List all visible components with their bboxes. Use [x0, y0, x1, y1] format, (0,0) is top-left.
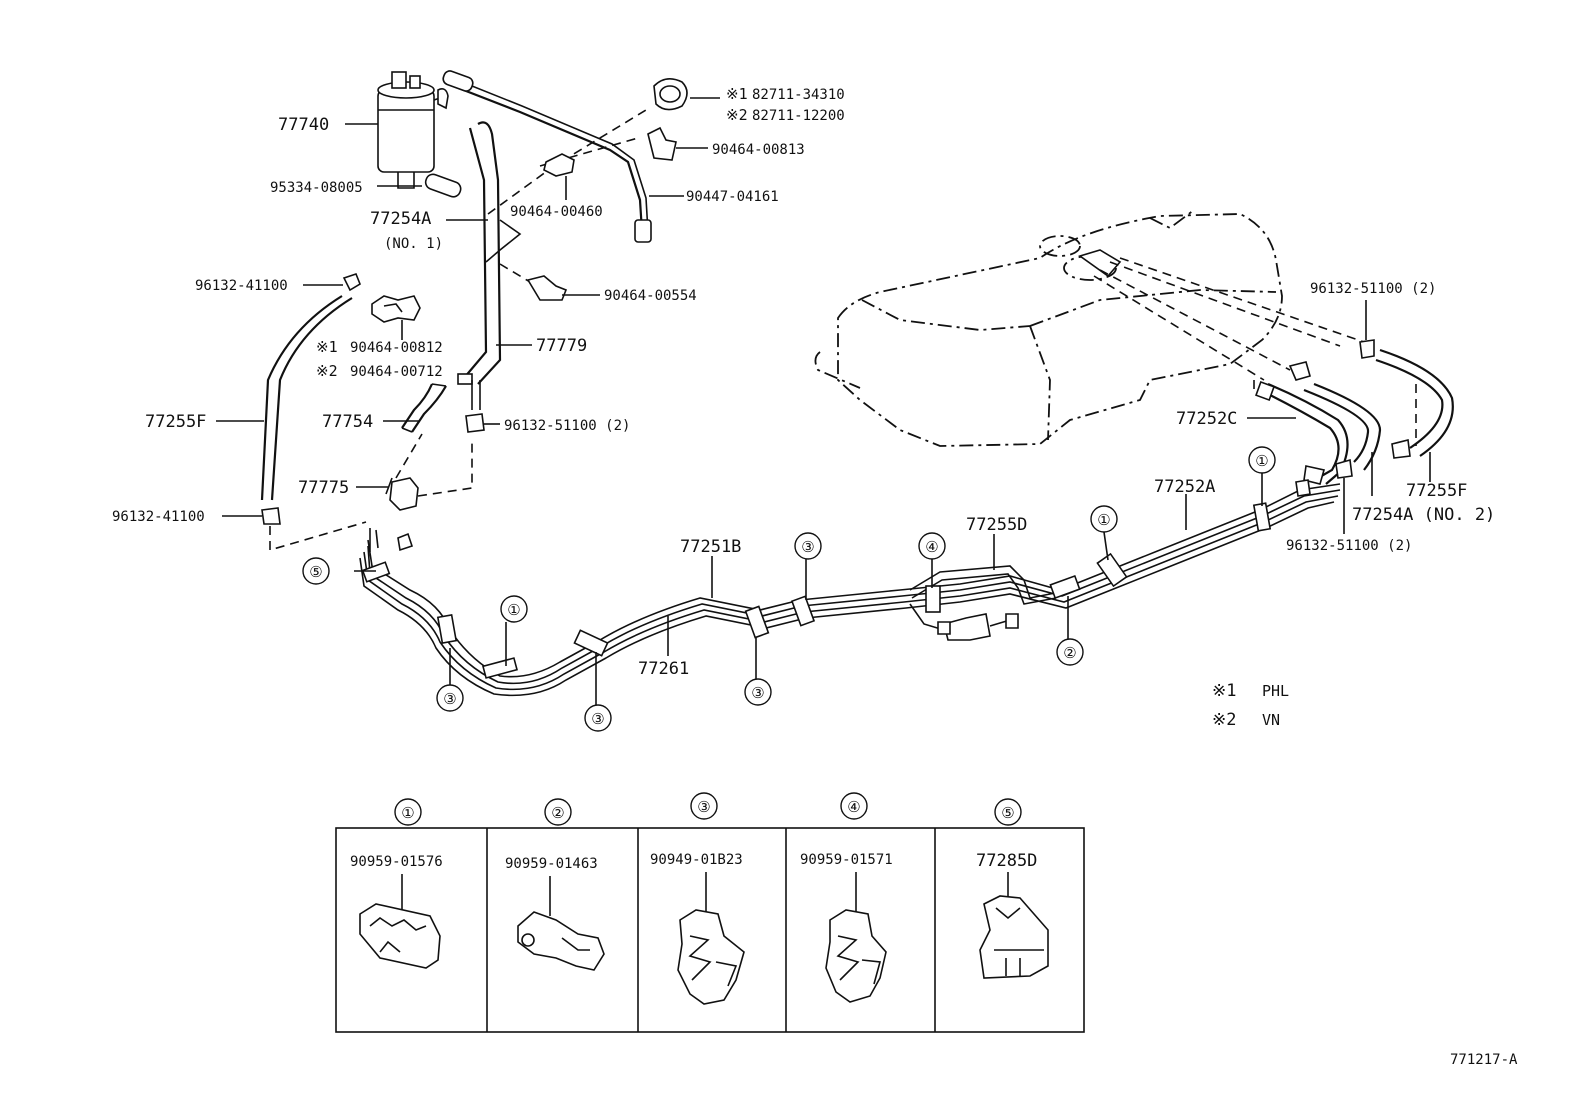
label-95334: 95334-08005: [270, 180, 363, 196]
clamp-part-1: 90959-01576: [350, 854, 443, 870]
label-77255d: 77255D: [966, 515, 1027, 535]
label-96132-51100-right: 96132-51100 (2): [1286, 538, 1412, 554]
callout-5: ⑤: [302, 557, 330, 585]
label-77261: 77261: [638, 659, 689, 679]
label-77740: 77740: [278, 115, 329, 135]
label-77754: 77754: [322, 412, 373, 432]
label-96132-41100-bot: 96132-41100: [112, 509, 205, 525]
clamp-part-4: 90959-01571: [800, 852, 893, 868]
clip-96132-51100-right: [1335, 439, 1411, 479]
clip-96132-51100-mid: [465, 413, 485, 433]
label-77254a: 77254A: [370, 209, 431, 229]
label-90464-00812: 90464-00812: [350, 340, 443, 356]
clip-96132-41100-bot: [261, 507, 281, 525]
clamp-82711: [653, 78, 688, 111]
circled-callouts: ⑤ ③ ① ③ ③ ③ ④ ② ① ①: [302, 446, 1276, 732]
valve-77775: [385, 477, 419, 511]
clamp-table: ① 90959-01576 ② 90959-01463 ③ 90949-01B2…: [335, 792, 1085, 1033]
label-96132-41100-top: 96132-41100: [195, 278, 288, 294]
clip-tank-2: [1288, 361, 1311, 381]
clamp-cell-1: ① 90959-01576: [350, 798, 443, 969]
bracket-90464-00812: [371, 295, 421, 323]
clamp-index-3: ③: [697, 798, 710, 816]
clamp-cell-2: ② 90959-01463: [505, 798, 605, 971]
clamp-index-1: ①: [401, 804, 414, 822]
clamp-90464-00460: [543, 153, 575, 177]
clamp-90464-00813: [647, 126, 677, 161]
hose-77754: [401, 383, 447, 433]
callout-1b: ①: [1090, 505, 1118, 533]
label-77252c: 77252C: [1176, 409, 1237, 429]
svg-text:③: ③: [751, 684, 764, 702]
hose-77255f-right: [1375, 348, 1454, 457]
clamp-index-2: ②: [551, 804, 564, 822]
bundle-clamps: [361, 502, 1272, 679]
clamp-part-5: 77285D: [976, 851, 1037, 871]
label-90464-00554: 90464-00554: [604, 288, 697, 304]
label-90464-00813: 90464-00813: [712, 142, 805, 158]
hose-77254a: [457, 121, 522, 410]
clamp-part-3: 90949-01B23: [650, 852, 743, 868]
label-77251b: 77251B: [680, 537, 741, 557]
label-82711-12200: 82711-12200: [752, 108, 845, 124]
pipe-90447: [442, 70, 652, 243]
clamp-90464-00554: [526, 275, 568, 301]
legend-mark-2: ※2: [1212, 710, 1236, 730]
mark-1-clamp: ※1: [726, 85, 748, 103]
legend-text-1: PHL: [1262, 682, 1289, 700]
fuel-filter: [377, 71, 449, 189]
hose-77255f-left: [260, 295, 353, 501]
mark-1: ※1: [316, 338, 338, 356]
svg-text:⑤: ⑤: [309, 563, 322, 581]
svg-text:②: ②: [1063, 644, 1076, 662]
svg-text:③: ③: [801, 538, 814, 556]
svg-text:①: ①: [507, 601, 520, 619]
callout-3d: ③: [794, 532, 822, 560]
legend-mark-1: ※1: [1212, 681, 1236, 701]
legend-text-2: VN: [1262, 711, 1280, 729]
clamp-cell-5: ⑤ 77285D: [976, 798, 1049, 979]
clamp-cell-4: ④ 90959-01571: [800, 792, 893, 1003]
label-77252a: 77252A: [1154, 477, 1215, 497]
clamp-index-4: ④: [847, 798, 860, 816]
callout-3b: ③: [584, 704, 612, 732]
label-77779: 77779: [536, 336, 587, 356]
callout-4: ④: [918, 532, 946, 560]
fuel-tank: [814, 209, 1283, 447]
label-77254a-sub: (NO. 1): [384, 236, 443, 252]
clamp-cell-3: ③ 90949-01B23: [650, 792, 745, 1005]
hose-77252c: [1255, 381, 1349, 485]
label-96132-51100-mid: 96132-51100 (2): [504, 418, 630, 434]
label-77255f-right: 77255F: [1406, 481, 1467, 501]
label-96132-51100-tank: 96132-51100 (2): [1310, 281, 1436, 297]
svg-text:①: ①: [1097, 511, 1110, 529]
clip-96132-41100-top: [342, 273, 361, 292]
mark-2-clamp: ※2: [726, 106, 748, 124]
clamp-index-5: ⑤: [1001, 804, 1014, 822]
callout-3c: ③: [744, 678, 772, 706]
diagram-id: 771217-A: [1450, 1052, 1518, 1068]
label-82711-34310: 82711-34310: [752, 87, 845, 103]
label-77255f-left: 77255F: [145, 412, 206, 432]
label-77775: 77775: [298, 478, 349, 498]
label-90447-04161: 90447-04161: [686, 189, 779, 205]
callout-1a: ①: [500, 595, 528, 623]
label-77254a-right: 77254A (NO. 2): [1352, 505, 1495, 525]
clamp-part-2: 90959-01463: [505, 856, 598, 872]
svg-text:③: ③: [443, 690, 456, 708]
svg-text:①: ①: [1255, 452, 1268, 470]
part-labels: 77740 95334-08005 77254A (NO. 1) 96132-4…: [112, 85, 1518, 1068]
svg-text:③: ③: [591, 710, 604, 728]
callout-3a: ③: [436, 684, 464, 712]
svg-text:④: ④: [925, 538, 938, 556]
callout-1c: ①: [1248, 446, 1276, 474]
hose-95334: [424, 173, 462, 198]
label-90464-00712: 90464-00712: [350, 364, 443, 380]
callout-2: ②: [1056, 638, 1084, 666]
label-90464-00460: 90464-00460: [510, 204, 603, 220]
clip-96132-51100-tank: [1359, 339, 1375, 359]
mark-2: ※2: [316, 362, 338, 380]
